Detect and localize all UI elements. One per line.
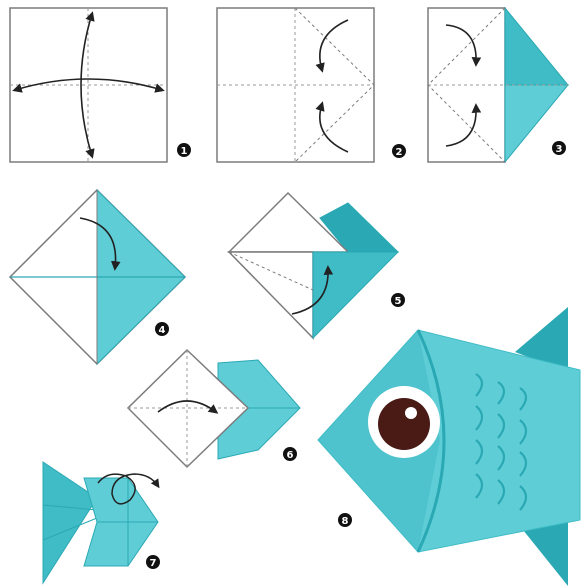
step-number-badge: 7 — [146, 555, 160, 569]
step-number-badge: 1 — [177, 143, 191, 157]
step-number-badge: 6 — [283, 447, 297, 461]
step-5: 5 — [229, 193, 405, 338]
teal-flap-upper — [505, 8, 568, 85]
step-6: 6 — [128, 350, 300, 467]
step-number-badge: 4 — [155, 322, 169, 336]
paper-bottom-left — [229, 252, 313, 338]
step-number: 4 — [159, 325, 166, 336]
step-4: 4 — [10, 190, 185, 364]
step-number-badge: 2 — [392, 144, 406, 158]
step-number: 8 — [342, 516, 349, 527]
step-1: 1 — [10, 8, 191, 162]
step-number: 2 — [396, 147, 403, 158]
step-number-badge: 8 — [338, 513, 352, 527]
step-number: 3 — [556, 144, 563, 155]
teal-flap — [313, 252, 398, 338]
step-number: 7 — [150, 558, 157, 569]
fish-eye — [368, 386, 440, 458]
step-2: 2 — [217, 8, 406, 162]
step-8: 8 — [318, 307, 580, 586]
step-number: 6 — [287, 450, 294, 461]
step-3: 3 — [428, 8, 568, 162]
step-number: 1 — [181, 146, 188, 157]
step-7: 7 — [43, 462, 160, 583]
step-number: 5 — [395, 296, 402, 307]
step-number-badge: 5 — [391, 293, 405, 307]
step-number-badge: 3 — [552, 141, 566, 155]
